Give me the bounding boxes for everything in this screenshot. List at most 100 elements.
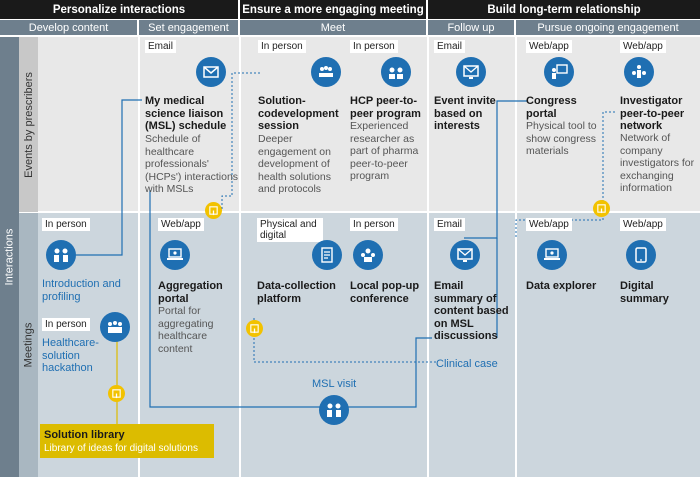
group-meeting-icon[interactable] <box>311 57 341 87</box>
aggregation-desc: Portal for aggregating healthcare conten… <box>158 305 214 355</box>
laptop-user-icon[interactable] <box>160 240 190 270</box>
subphase-label: Pursue ongoing engagement <box>537 21 679 34</box>
people-talk-icon[interactable] <box>381 57 411 87</box>
presenter-icon[interactable] <box>544 57 574 87</box>
email-monitor-glyph <box>457 248 473 262</box>
subphase-set-engagement: Set engagement <box>139 20 238 35</box>
event-invite-title: Event invite based on interests <box>434 95 496 132</box>
hackathon-link[interactable]: Healthcare-solution hackathon <box>42 337 99 374</box>
solution-library-title: Solution library <box>44 429 125 441</box>
touchpoint-icon[interactable] <box>593 200 610 217</box>
touchpoint-icon[interactable] <box>246 320 263 337</box>
email-monitor-icon[interactable] <box>456 57 486 87</box>
phase-long-term: Build long-term relationship <box>428 0 700 19</box>
team-glyph <box>108 321 122 333</box>
data-explorer-title: Data explorer <box>526 280 597 292</box>
conference-icon[interactable] <box>353 240 383 270</box>
people-talk-glyph <box>389 67 403 79</box>
column-divider <box>138 37 140 477</box>
clipboard-icon[interactable] <box>312 240 342 270</box>
tablet-icon[interactable] <box>626 240 656 270</box>
two-people-icon[interactable] <box>319 395 349 425</box>
network-people-icon[interactable] <box>624 57 654 87</box>
email-icon-glyph <box>203 66 219 78</box>
email-monitor-glyph <box>463 65 479 79</box>
hand-icon <box>597 204 606 214</box>
phase-label: Personalize interactions <box>52 3 186 16</box>
email-monitor-icon[interactable] <box>450 240 480 270</box>
clinical-case-link[interactable]: Clinical case <box>436 358 498 370</box>
subphase-label: Set engagement <box>148 21 229 34</box>
subphase-label: Develop content <box>28 21 109 34</box>
phase-label: Ensure a more engaging meeting <box>242 3 424 16</box>
events-sidebar: Events by prescribers <box>19 37 38 212</box>
team-icon[interactable] <box>100 312 130 342</box>
subphase-develop-content: Develop content <box>0 20 137 35</box>
msl-schedule-desc: Schedule of healthcare professionals' (H… <box>145 133 239 195</box>
email-icon[interactable] <box>196 57 226 87</box>
phase-label: Build long-term relationship <box>487 3 641 16</box>
subphase-meet: Meet <box>240 20 426 35</box>
tag-in-person: In person <box>42 318 90 331</box>
two-people-icon[interactable] <box>46 240 76 270</box>
solution-library-box[interactable]: Solution library Library of ideas for di… <box>40 424 214 458</box>
peer-program-desc: Experienced researcher as part of pharma… <box>350 120 419 182</box>
events-label: Events by prescribers <box>22 71 35 178</box>
two-people-glyph <box>54 248 68 262</box>
laptop-user-icon[interactable] <box>537 240 567 270</box>
tag-web-app: Web/app <box>526 40 572 53</box>
conference-glyph <box>361 248 375 262</box>
tag-web-app: Web/app <box>620 40 666 53</box>
laptop-user-glyph <box>167 248 183 260</box>
aggregation-title: Aggregation portal <box>158 280 223 305</box>
msl-visit-link[interactable]: MSL visit <box>312 378 357 390</box>
digital-summary-title: Digital summary <box>620 280 669 305</box>
hand-icon <box>250 324 259 334</box>
touchpoint-icon[interactable] <box>205 202 222 219</box>
phase-engaging: Ensure a more engaging meeting <box>240 0 426 19</box>
congress-desc: Physical tool to show congress materials <box>526 120 597 157</box>
subphase-label: Follow up <box>447 21 495 34</box>
tag-in-person: In person <box>350 218 398 231</box>
meetings-sidebar: Meetings <box>19 213 38 477</box>
network-people-glyph <box>632 65 646 78</box>
introduction-link[interactable]: Introduction and profiling <box>42 278 121 303</box>
tag-physical-digital: Physical and digital <box>257 218 323 242</box>
data-collection-title: Data-collection platform <box>257 280 336 305</box>
column-divider <box>239 37 241 477</box>
tag-web-app: Web/app <box>526 218 572 231</box>
tag-email: Email <box>434 218 466 231</box>
solution-dev-desc: Deeper engagement on development of heal… <box>258 133 331 195</box>
column-divider <box>427 37 429 477</box>
email-summary-title: Email summary of content based on MSL di… <box>434 280 509 342</box>
touchpoint-icon[interactable] <box>108 385 125 402</box>
tag-email: Email <box>145 40 177 53</box>
tag-web-app: Web/app <box>620 218 666 231</box>
tag-web-app: Web/app <box>158 218 204 231</box>
msl-schedule-title: My medical science liaison (MSL) schedul… <box>145 95 227 132</box>
tag-in-person: In person <box>258 40 306 53</box>
presenter-glyph <box>552 64 568 79</box>
interactions-label: Interactions <box>3 228 16 286</box>
hand-icon <box>209 206 218 216</box>
tablet-glyph <box>635 247 647 263</box>
group-meeting-glyph <box>319 66 333 77</box>
subphase-follow-up: Follow up <box>428 20 514 35</box>
peer-program-title: HCP peer-to-peer program <box>350 95 421 120</box>
laptop-user-glyph <box>544 248 560 260</box>
solution-dev-title: Solution-codevelopment session <box>258 95 339 132</box>
subphase-ongoing: Pursue ongoing engagement <box>516 20 700 35</box>
solution-library-desc: Library of ideas for digital solutions <box>44 443 198 454</box>
clipboard-glyph <box>321 247 333 263</box>
two-people-glyph <box>327 403 341 417</box>
tag-in-person: In person <box>42 218 90 231</box>
popup-title: Local pop-up conference <box>350 280 420 305</box>
events-row-bg <box>38 37 700 212</box>
column-divider <box>515 37 517 477</box>
tag-in-person: In person <box>350 40 398 53</box>
subphase-label: Meet <box>320 21 346 34</box>
phase-personalize: Personalize interactions <box>0 0 238 19</box>
investigator-desc: Network of company investigators for exc… <box>620 132 695 194</box>
tag-email: Email <box>434 40 466 53</box>
